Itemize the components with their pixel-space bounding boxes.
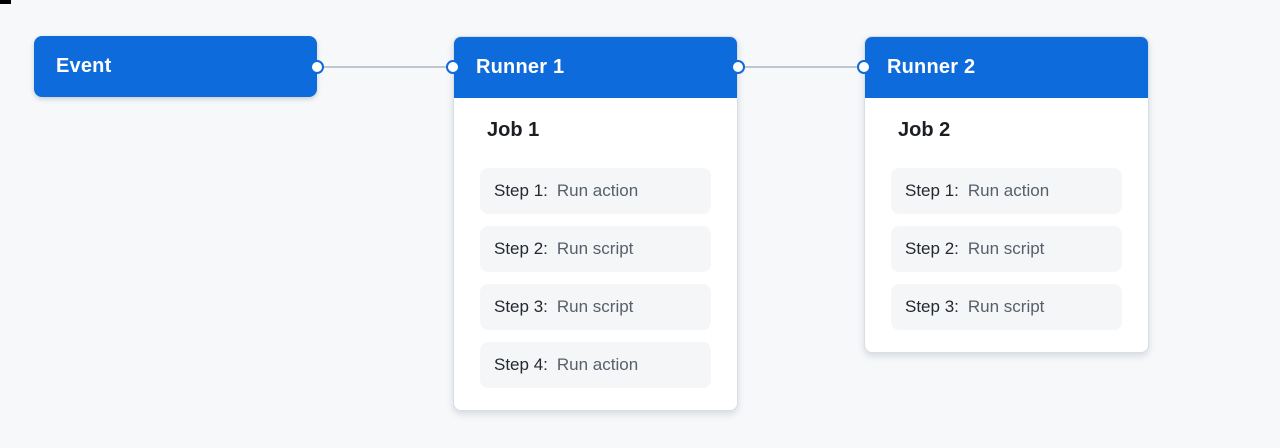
step-label: Step 1:: [905, 181, 959, 200]
runner2-step-1: Step 1: Run action: [891, 168, 1122, 214]
runner1-steps: Step 1: Run action Step 2: Run script St…: [480, 168, 711, 388]
runner2-steps: Step 1: Run action Step 2: Run script St…: [891, 168, 1122, 330]
runner1-title: Runner 1: [476, 56, 565, 78]
runner2-step-3: Step 3: Run script: [891, 284, 1122, 330]
runner1-job-title: Job 1: [487, 119, 540, 141]
event-node-title: Event: [56, 55, 112, 77]
connector-runner1-to-runner2: [738, 65, 864, 69]
runner1-step-1: Step 1: Run action: [480, 168, 711, 214]
runner2-header: Runner 2: [865, 37, 1148, 98]
runner2-title: Runner 2: [887, 56, 976, 78]
step-description: Run script: [556, 239, 634, 258]
step-label: Step 3:: [494, 297, 548, 316]
step-label: Step 2:: [905, 239, 959, 258]
step-label: Step 3:: [905, 297, 959, 316]
step-description: Run action: [556, 355, 639, 374]
screenshot-artifact: [0, 0, 11, 4]
runner1-step-4: Step 4: Run action: [480, 342, 711, 388]
step-description: Run script: [556, 297, 634, 316]
step-description: Run script: [967, 239, 1045, 258]
runner1-step-2: Step 2: Run script: [480, 226, 711, 272]
event-node: Event: [34, 36, 317, 97]
step-label: Step 1:: [494, 181, 548, 200]
step-description: Run script: [967, 297, 1045, 316]
runner1-header: Runner 1: [454, 37, 737, 98]
connector-dot-runner1-out: [731, 60, 745, 74]
runner1-node: Runner 1 Job 1 Step 1: Run action Step 2…: [453, 36, 738, 411]
step-description: Run action: [556, 181, 639, 200]
runner1-step-3: Step 3: Run script: [480, 284, 711, 330]
connector-dot-runner1-in: [446, 60, 460, 74]
connector-dot-runner2-in: [857, 60, 871, 74]
runner2-node: Runner 2 Job 2 Step 1: Run action Step 2…: [864, 36, 1149, 353]
runner2-job-title: Job 2: [898, 119, 951, 141]
step-label: Step 2:: [494, 239, 548, 258]
runner2-step-2: Step 2: Run script: [891, 226, 1122, 272]
step-label: Step 4:: [494, 355, 548, 374]
connector-event-to-runner1: [317, 65, 453, 69]
connector-dot-event-out: [310, 60, 324, 74]
step-description: Run action: [967, 181, 1050, 200]
